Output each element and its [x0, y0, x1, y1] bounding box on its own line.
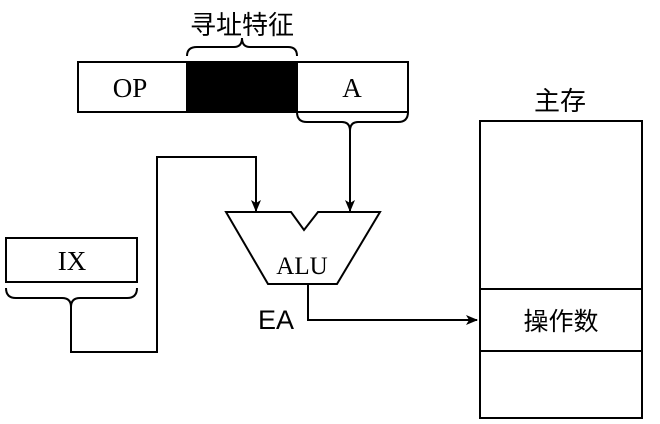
addressing-feature-label: 寻址特征: [190, 11, 294, 41]
ix-label: IX: [58, 246, 87, 276]
main-memory-box: [479, 120, 643, 419]
addressing-field: [186, 61, 298, 113]
ea-to-memory-arrow: [307, 284, 478, 325]
ea-label: EA: [258, 305, 294, 335]
alu: ALU: [224, 211, 382, 285]
main-memory-title: 主存: [534, 87, 586, 117]
index-register: IX: [5, 237, 138, 283]
a-field-label: A: [342, 73, 362, 103]
ix-brace: [5, 287, 138, 308]
alu-shape: [224, 211, 382, 285]
ix-to-alu-arrow: [70, 156, 261, 353]
op-field-label: OP: [113, 73, 148, 103]
a-field-brace: [296, 111, 409, 132]
main-memory: 操作数: [479, 120, 643, 419]
instruction-word: OP A: [77, 61, 409, 113]
alu-label: ALU: [276, 253, 327, 280]
addressing-feature-brace: [186, 37, 298, 57]
operand-label: 操作数: [523, 307, 598, 336]
ix-box: [5, 237, 138, 283]
